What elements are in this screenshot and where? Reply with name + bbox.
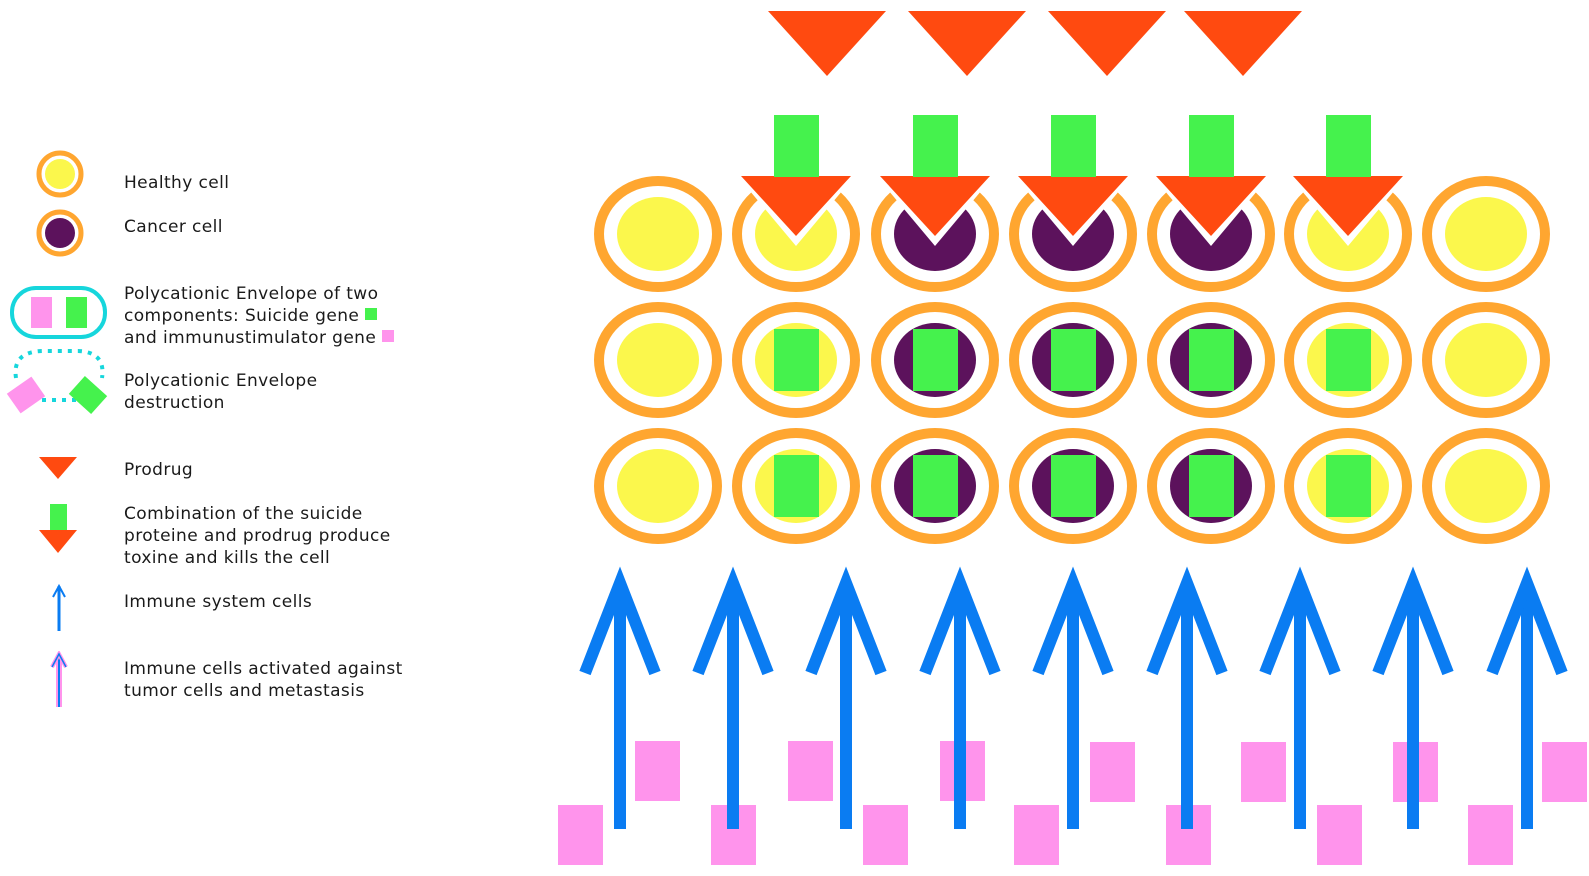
incoming-prodrug-triangle bbox=[1184, 11, 1302, 76]
legend-combination-label: Combination of the suicide proteine and … bbox=[124, 503, 391, 569]
immunostimulator-gene-square bbox=[1468, 805, 1513, 865]
legend-envelope-destruction-line-1: Polycationic Envelope bbox=[124, 370, 317, 392]
suicide-gene-block bbox=[913, 329, 958, 391]
legend-combination-line-1: Combination of the suicide bbox=[124, 503, 391, 525]
legend-immune-cells-label: Immune system cells bbox=[124, 591, 312, 613]
suicide-protein-block bbox=[1189, 115, 1234, 177]
suicide-protein-block bbox=[774, 115, 819, 177]
immunostimulator-gene-square bbox=[1542, 742, 1587, 802]
suicide-gene-block bbox=[1189, 329, 1234, 391]
immunostimulator-gene-square bbox=[863, 805, 908, 865]
legend-envelope-line-3-text: and immunustimulator gene bbox=[124, 328, 376, 348]
legend-cancer-cell-label: Cancer cell bbox=[124, 216, 223, 238]
suicide-gene-block bbox=[913, 455, 958, 517]
immunostimulator-gene-square bbox=[1014, 805, 1059, 865]
healthy-cell-nucleus bbox=[1445, 449, 1527, 523]
legend-envelope-line-2: components: Suicide gene bbox=[124, 305, 394, 327]
legend-combination-line-3: toxine and kills the cell bbox=[124, 547, 391, 569]
envelope-destruction-icon bbox=[6, 344, 110, 416]
incoming-prodrug-triangle bbox=[908, 11, 1026, 76]
immunostimulator-gene-square bbox=[1090, 742, 1135, 802]
suicide-gene-swatch bbox=[365, 308, 377, 320]
immunostimulator-gene-square bbox=[558, 805, 603, 865]
immune-cell-arrow-icon bbox=[48, 583, 70, 633]
therapy-scene bbox=[520, 0, 1589, 876]
suicide-protein-block bbox=[1326, 115, 1371, 177]
suicide-gene-block bbox=[1326, 455, 1371, 517]
immunostimulator-gene-square bbox=[788, 741, 833, 801]
immunostimulator-gene-square bbox=[635, 741, 680, 801]
healthy-cell-icon bbox=[34, 149, 86, 201]
healthy-cell-nucleus bbox=[617, 323, 699, 397]
suicide-gene-block bbox=[1051, 455, 1096, 517]
legend-envelope-line-3: and immunustimulator gene bbox=[124, 327, 394, 349]
healthy-cell-nucleus bbox=[617, 197, 699, 271]
legend-envelope-destruction-line-2: destruction bbox=[124, 392, 317, 414]
suicide-protein-block bbox=[1051, 115, 1096, 177]
legend-healthy-cell-label: Healthy cell bbox=[124, 172, 229, 194]
legend-envelope-line-2-text: components: Suicide gene bbox=[124, 306, 359, 326]
immunostimulator-gene-swatch bbox=[382, 330, 394, 342]
polycationic-envelope-icon bbox=[8, 284, 110, 342]
suicide-gene-block bbox=[1051, 329, 1096, 391]
prodrug-icon bbox=[38, 455, 80, 481]
healthy-cell-nucleus bbox=[1445, 323, 1527, 397]
suicide-gene-block bbox=[774, 329, 819, 391]
legend-envelope-line-1: Polycationic Envelope of two bbox=[124, 283, 394, 305]
combination-icon bbox=[38, 503, 80, 555]
suicide-protein-block bbox=[913, 115, 958, 177]
suicide-gene-block bbox=[1189, 455, 1234, 517]
cancer-cell-icon bbox=[34, 207, 86, 259]
activated-immune-arrow-icon bbox=[48, 651, 70, 709]
immunostimulator-gene-square bbox=[1241, 742, 1286, 802]
legend-envelope-label: Polycationic Envelope of two components:… bbox=[124, 283, 394, 349]
immunostimulator-gene-square bbox=[1317, 805, 1362, 865]
legend-combination-line-2: proteine and prodrug produce bbox=[124, 525, 391, 547]
therapy-scene-svg bbox=[520, 0, 1589, 876]
incoming-prodrug-triangle bbox=[768, 11, 886, 76]
legend-prodrug-label: Prodrug bbox=[124, 459, 193, 481]
legend-activated-immune-line-2: tumor cells and metastasis bbox=[124, 680, 403, 702]
legend-envelope-destruction-label: Polycationic Envelope destruction bbox=[124, 370, 317, 414]
healthy-cell-nucleus bbox=[1445, 197, 1527, 271]
suicide-gene-block bbox=[774, 455, 819, 517]
healthy-cell-nucleus bbox=[617, 449, 699, 523]
suicide-gene-block bbox=[1326, 329, 1371, 391]
legend: Healthy cell Cancer cell Polycationic En… bbox=[0, 0, 520, 876]
incoming-prodrug-triangle bbox=[1048, 11, 1166, 76]
legend-activated-immune-line-1: Immune cells activated against bbox=[124, 658, 403, 680]
legend-activated-immune-label: Immune cells activated against tumor cel… bbox=[124, 658, 403, 702]
